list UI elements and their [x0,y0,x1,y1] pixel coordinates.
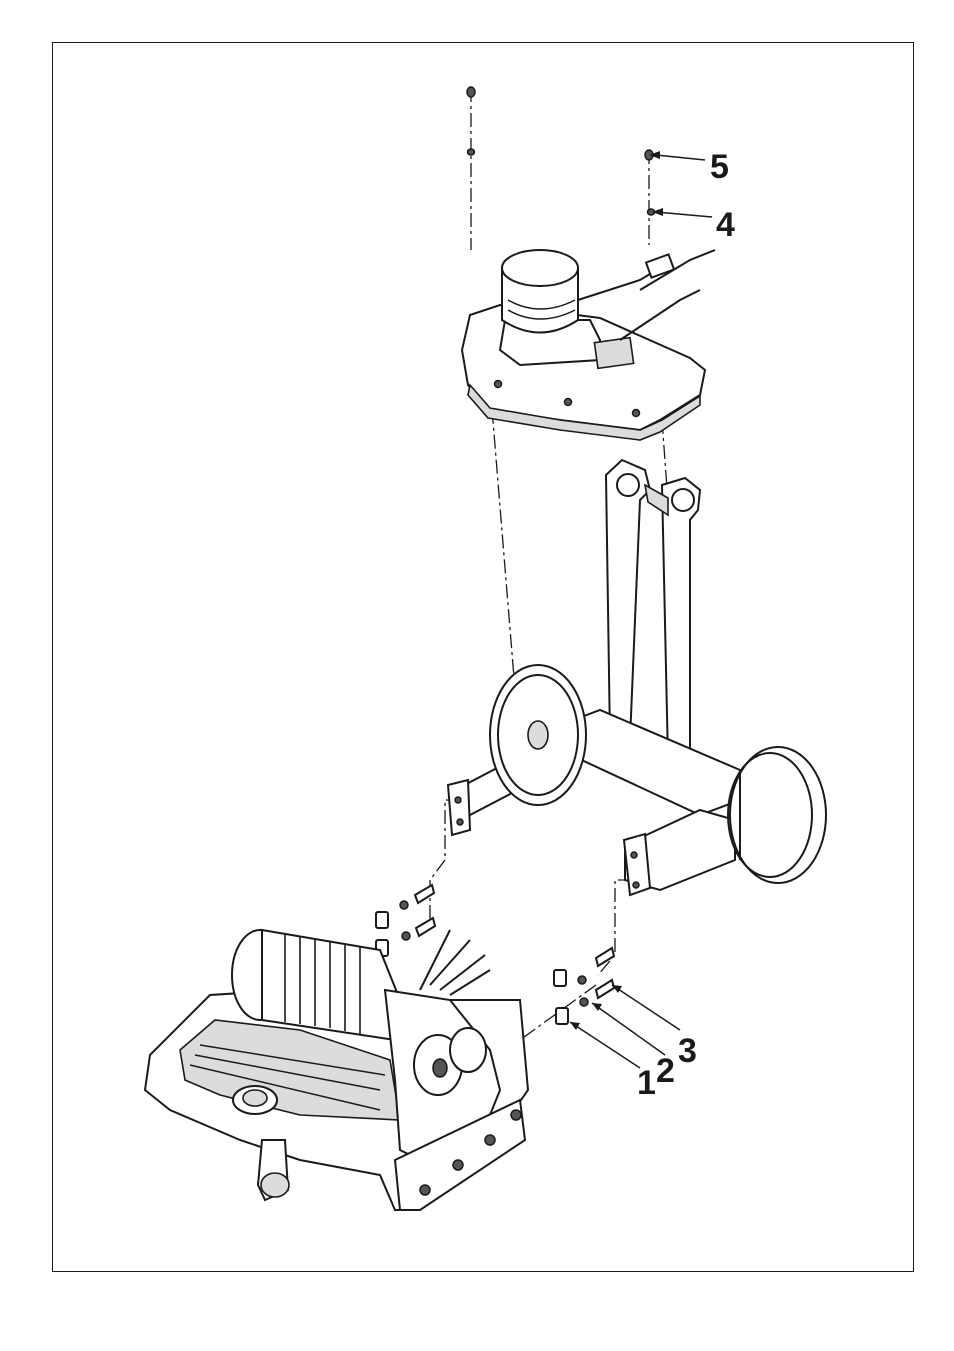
callout-5: 5 [710,148,729,186]
assembly-centerlines [430,88,690,1040]
callout-4: 4 [716,206,735,244]
callout-3: 3 [678,1032,697,1070]
right-wheel [728,747,826,883]
callout-1: 1 [637,1064,656,1102]
fasteners-left [376,885,435,956]
left-wheel [490,665,586,805]
vacuum-motor-unit [462,250,715,440]
callout-2: 2 [656,1052,675,1090]
top-screws [467,87,655,215]
